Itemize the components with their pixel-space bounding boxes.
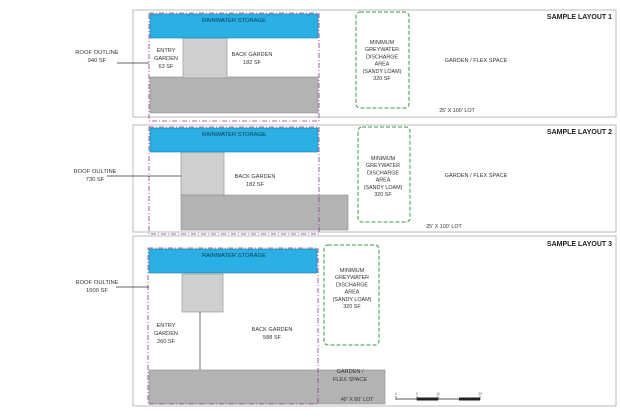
- layout-heading: SAMPLE LAYOUT 2: [547, 129, 612, 136]
- building-footprint: [180, 194, 349, 231]
- building-footprint: [149, 76, 319, 114]
- building-connector: [182, 37, 228, 79]
- greywater-label-line: 320 SF: [373, 76, 391, 82]
- greywater-discharge-area: [323, 244, 380, 346]
- rainwater-label: RAINWATER STORAGE: [202, 18, 266, 24]
- sample-layout-3: SAMPLE LAYOUT 3 RAINWATER STORAGE ROOF OUL…: [75, 235, 617, 407]
- entry-garden-label-line: ENTRY: [157, 323, 176, 329]
- roof-label-line: ROOF OULTINE: [75, 280, 118, 286]
- back-garden-label-line: BACK GARDEN: [235, 174, 276, 180]
- entry-garden-label-line: ENTRY: [157, 48, 176, 54]
- greywater-label-line: 320 SF: [374, 192, 392, 198]
- scale-bar: 0 5 10 20: [395, 392, 482, 401]
- greywater-label-line: (SANDY LOAM): [333, 297, 372, 303]
- entry-garden-label-line: GARDEN: [154, 56, 178, 62]
- entry-garden-label-line: 260 SF: [157, 339, 176, 345]
- greywater-discharge-area: [355, 11, 410, 109]
- roof-label-line: ROOF OULTINE: [73, 169, 116, 175]
- roof-outline: [148, 126, 320, 235]
- greywater-label-line: AREA: [375, 62, 390, 68]
- scale-bar-tick-label: 0: [395, 392, 397, 396]
- rainwater-storage: [148, 248, 318, 274]
- lot-size-label: 40' X 60' LOT: [341, 397, 374, 403]
- greywater-label-line: GREYWATER: [335, 275, 369, 281]
- scale-bar-tick-label: 20: [478, 392, 482, 396]
- greywater-label-line: (SANDY LOAM): [364, 185, 403, 191]
- greywater-label-line: DISCHARGE: [367, 170, 399, 176]
- layout-heading: SAMPLE LAYOUT 3: [547, 241, 612, 248]
- building-connector: [181, 273, 224, 313]
- lot-size-label: 25' X 100' LOT: [426, 224, 462, 230]
- rainwater-label: RAINWATER STORAGE: [202, 132, 266, 138]
- entry-garden-label-line: GARDEN: [154, 331, 178, 337]
- greywater-label-line: MINIMUM: [371, 156, 396, 162]
- roof-outline: [147, 247, 319, 405]
- greywater-label-line: 320 SF: [343, 304, 361, 310]
- flex-space-label-line: GARDEN / FLEX SPACE: [445, 173, 508, 179]
- roof-outline: [148, 12, 320, 122]
- greywater-label-line: DISCHARGE: [336, 282, 368, 288]
- greywater-label-line: MINIMUM: [370, 40, 395, 46]
- roof-label-line: 940 SF: [88, 58, 107, 64]
- greywater-label-line: (SANDY LOAM): [363, 69, 402, 75]
- scale-bar-tick-label: 5: [416, 392, 418, 396]
- building-connector: [180, 151, 225, 196]
- roof-label-line: 1600 SF: [86, 288, 108, 294]
- greywater-label-line: GREYWATER: [366, 163, 400, 169]
- lot-size-label: 25' X 100' LOT: [439, 108, 475, 114]
- back-garden-label-line: 182 SF: [243, 60, 262, 66]
- greywater-label-line: GREYWATER: [365, 47, 399, 53]
- building-footprint: [148, 369, 386, 405]
- scale-bar-segment: [459, 397, 480, 401]
- roof-label-line: 730 SF: [86, 177, 105, 183]
- rainwater-storage: [149, 127, 319, 153]
- flex-space-label-line: GARDEN / FLEX SPACE: [445, 58, 508, 64]
- greywater-label-line: DISCHARGE: [366, 54, 398, 60]
- entry-garden-label-line: 63 SF: [159, 64, 175, 70]
- greywater-label-line: MINIMUM: [340, 268, 365, 274]
- flex-space-label-line: FLEX SPACE: [333, 377, 367, 383]
- sample-layout-1: SAMPLE LAYOUT 1 RAINWATER STORAGE ROOF OUT…: [75, 9, 617, 122]
- scale-bar-tick-label: 10: [436, 392, 440, 396]
- roof-label-line: ROOF OUTLINE: [75, 50, 119, 56]
- layout-heading: SAMPLE LAYOUT 1: [547, 14, 612, 21]
- back-garden-label-line: BACK GARDEN: [232, 52, 273, 58]
- rainwater-label: RAINWATER STORAGE: [202, 253, 266, 259]
- back-garden-label-line: 588 SF: [263, 335, 282, 341]
- back-garden-label-line: BACK GARDEN: [252, 327, 293, 333]
- flex-space-label-line: GARDEN /: [336, 369, 363, 375]
- greywater-label-line: AREA: [345, 290, 360, 296]
- rainwater-storage: [149, 13, 319, 39]
- back-garden-label-line: 182 SF: [246, 182, 265, 188]
- greywater-label-line: AREA: [376, 178, 391, 184]
- sample-layout-2: SAMPLE LAYOUT 2 RAINWATER STORAGE ROOF OUL…: [73, 124, 617, 235]
- scale-bar-segment: [417, 397, 438, 401]
- greywater-discharge-area: [357, 126, 411, 223]
